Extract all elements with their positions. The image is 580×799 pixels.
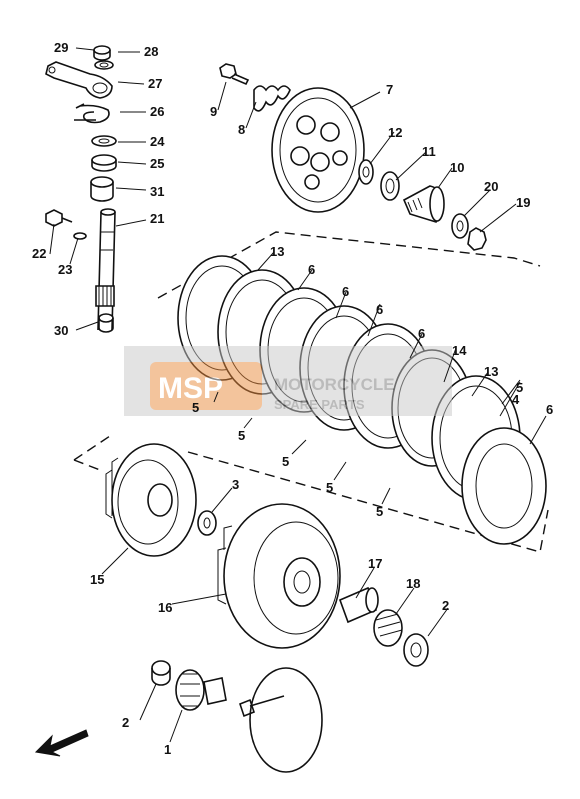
clutch-housing <box>105 443 217 557</box>
watermark: MSP MOTORCYCLE SPARE PARTS <box>124 346 452 416</box>
label-5-e: 5 <box>376 504 383 519</box>
label-22: 22 <box>32 246 46 261</box>
label-6-d: 6 <box>418 326 425 341</box>
label-14: 14 <box>452 343 467 358</box>
label-5-f: 4 <box>512 392 520 407</box>
label-5-b: 5 <box>238 428 245 443</box>
label-1: 1 <box>164 742 171 757</box>
pressure-plate-assembly <box>219 63 487 251</box>
label-20: 20 <box>484 179 498 194</box>
label-5-right: 5 <box>516 380 523 395</box>
label-28: 28 <box>144 44 158 59</box>
watermark-line2: SPARE PARTS <box>274 397 365 412</box>
primary-drive-gear <box>151 660 323 773</box>
label-16: 17 <box>368 556 382 571</box>
label-12: 12 <box>388 125 402 140</box>
label-27: 27 <box>148 76 162 91</box>
kick-shaft-assembly <box>45 45 117 333</box>
label-30: 30 <box>54 323 68 338</box>
front-direction-arrow-icon <box>34 729 89 757</box>
label-3: 16 <box>158 600 172 615</box>
label-17: 18 <box>406 576 420 591</box>
label-6-e: 6 <box>546 402 553 417</box>
label-26: 26 <box>150 104 164 119</box>
watermark-line1: MOTORCYCLE <box>274 375 395 394</box>
label-13-right: 13 <box>484 364 498 379</box>
label-29: 29 <box>54 40 68 55</box>
watermark-logo: MSP <box>158 372 223 405</box>
primary-driven-gear <box>217 503 429 667</box>
leader-lines <box>49 47 547 743</box>
label-11: 11 <box>422 144 436 159</box>
label-18: 2 <box>442 598 449 613</box>
label-23: 23 <box>58 262 72 277</box>
label-5-a: 5 <box>192 400 199 415</box>
label-6-b: 6 <box>342 284 349 299</box>
label-24: 24 <box>150 134 165 149</box>
label-2: 2 <box>122 715 129 730</box>
label-31: 31 <box>150 184 164 199</box>
label-15: 3 <box>232 477 239 492</box>
label-6-a: 6 <box>308 262 315 277</box>
label-7: 7 <box>386 82 393 97</box>
label-10: 10 <box>450 160 464 175</box>
label-6-c: 6 <box>376 302 383 317</box>
part-labels: 29 28 27 26 24 25 31 21 22 23 30 9 8 7 1… <box>32 40 553 730</box>
label-5-d: 5 <box>326 480 333 495</box>
label-13-top: 13 <box>270 244 284 259</box>
label-5-c: 5 <box>282 454 289 469</box>
label-8: 8 <box>238 122 245 137</box>
label-25: 25 <box>150 156 164 171</box>
label-4: 15 <box>90 572 104 587</box>
label-21: 21 <box>150 211 164 226</box>
label-9: 9 <box>210 104 217 119</box>
label-19: 19 <box>516 195 530 210</box>
